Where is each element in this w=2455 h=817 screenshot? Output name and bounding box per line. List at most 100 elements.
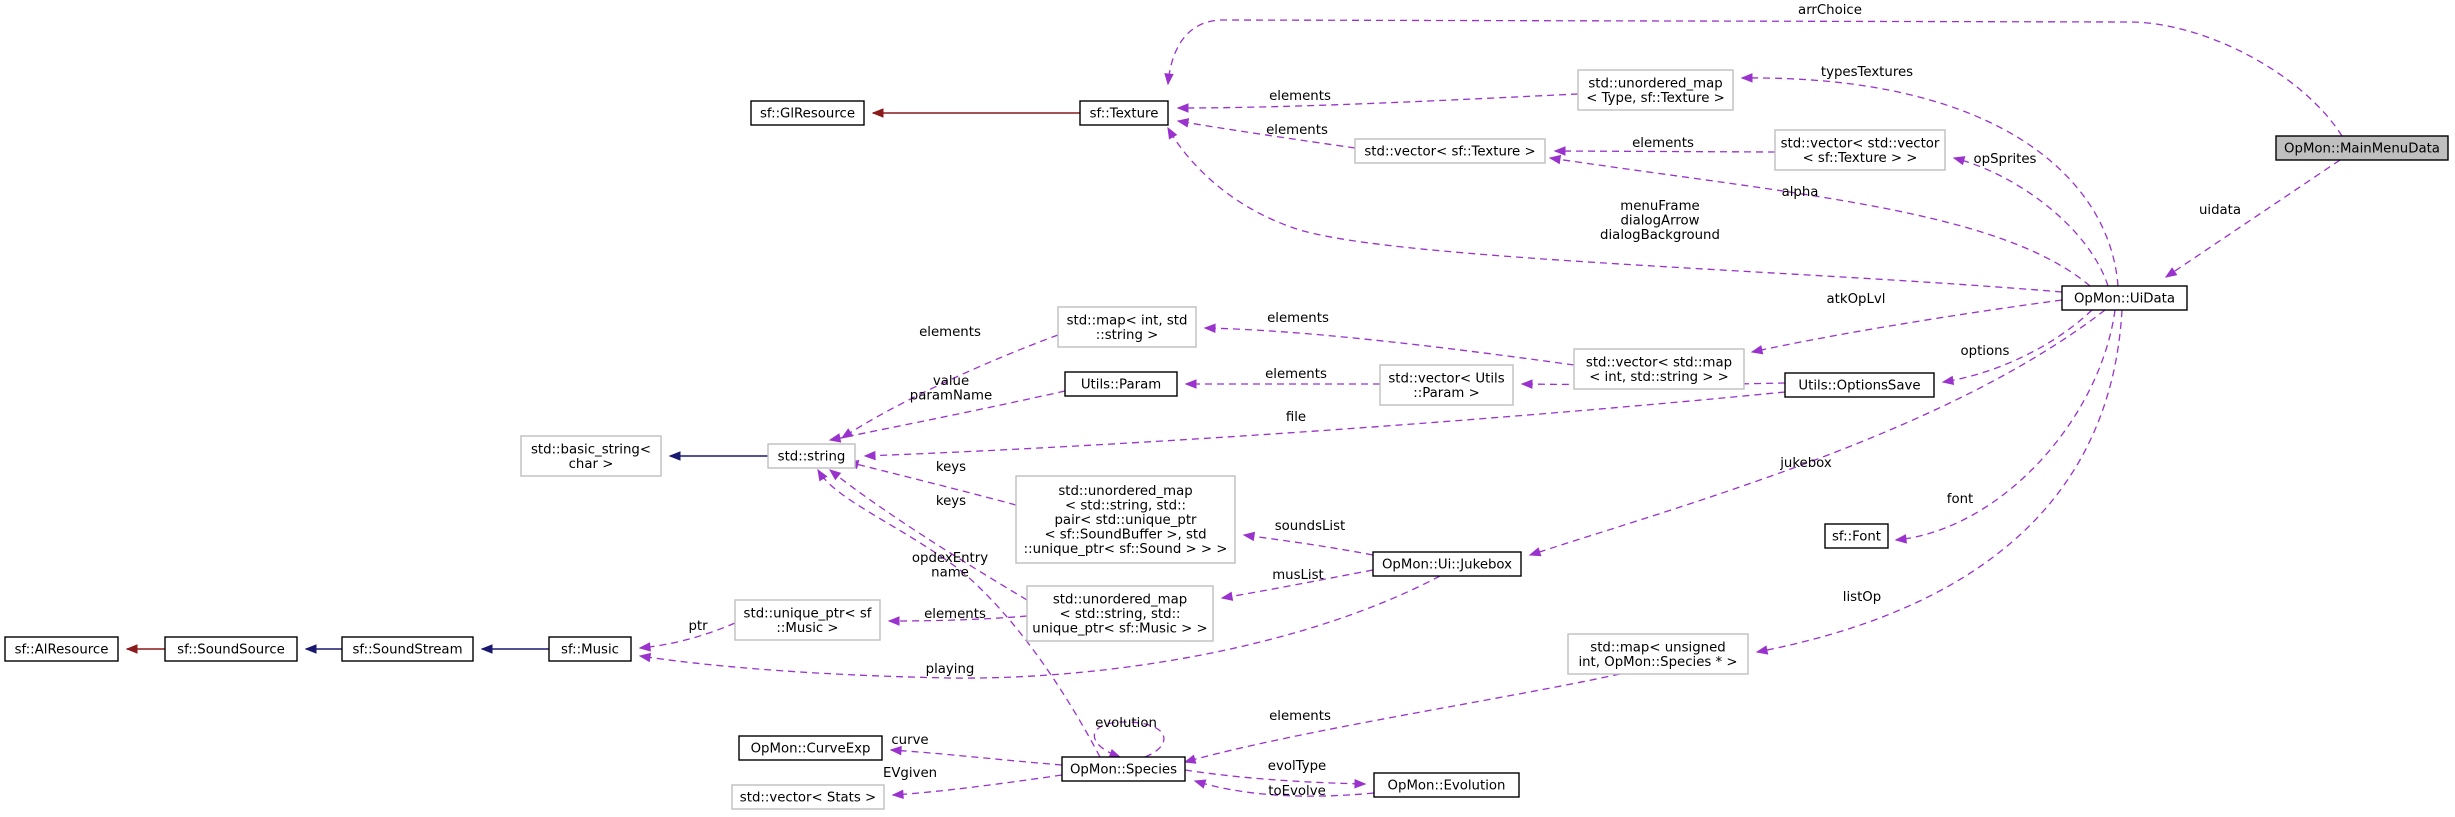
node-umap-type-tex[interactable]: std::unordered_map< Type, sf::Texture >	[1577, 69, 1734, 111]
node-basic-string[interactable]: std::basic_string<char >	[520, 435, 662, 477]
elements-vecmap-edge: elements	[1203, 311, 1575, 366]
node-box	[1354, 138, 1546, 164]
edge-label: evolution	[1095, 716, 1157, 731]
arrowhead	[891, 789, 904, 800]
opsprites-edge: opSprites	[1952, 152, 2109, 287]
node-species[interactable]: OpMon::Species	[1061, 756, 1186, 782]
toevolve-edge: toEvolve	[1193, 779, 1375, 799]
node-glresource[interactable]: sf::GlResource	[750, 100, 865, 126]
node-label: ::Music >	[776, 621, 838, 636]
edge-label: elements	[1632, 136, 1694, 151]
arrowhead	[1755, 645, 1769, 655]
arrowhead	[1184, 379, 1197, 389]
file-edge: file	[863, 391, 1786, 461]
node-label: int, OpMon::Species * >	[1578, 655, 1737, 670]
node-box	[520, 435, 662, 477]
options-edge: options	[1941, 309, 2093, 386]
node-evolution[interactable]: OpMon::Evolution	[1373, 772, 1520, 798]
edge-label: keys	[936, 494, 966, 509]
node-music[interactable]: sf::Music	[548, 636, 632, 662]
types-textures-edge: typesTextures	[1740, 65, 2119, 287]
jukebox-edge: jukebox	[1528, 309, 2106, 557]
basic-string-edge	[668, 451, 768, 461]
soundslist-edge: soundsList	[1242, 519, 1374, 556]
node-label: OpMon::Evolution	[1388, 779, 1506, 794]
node-vec-stats[interactable]: std::vector< Stats >	[731, 784, 885, 810]
edge-line	[1549, 157, 2091, 287]
node-soundstream[interactable]: sf::SoundStream	[341, 636, 474, 662]
node-label: < std::string, std::	[1059, 607, 1180, 622]
edge-line	[1756, 309, 2123, 653]
node-box	[1372, 551, 1522, 577]
node-box	[2061, 285, 2188, 311]
arrowhead	[125, 644, 138, 654]
node-label: sf::SoundSource	[177, 643, 285, 658]
edge-label: listOp	[1843, 590, 1881, 605]
arrowhead	[1952, 156, 1966, 166]
node-label: std::basic_string<	[531, 442, 651, 457]
arrowhead	[817, 468, 828, 482]
node-box	[548, 636, 632, 662]
arrowhead	[1354, 779, 1367, 789]
ptr-edge: ptr	[638, 619, 736, 652]
node-curveexp[interactable]: OpMon::CurveExp	[738, 735, 883, 761]
node-box	[1577, 69, 1734, 111]
node-label: ::string >	[1096, 328, 1159, 343]
node-vec-tex[interactable]: std::vector< sf::Texture >	[1354, 138, 1546, 164]
node-box	[1573, 348, 1745, 390]
node-label: std::vector< sf::Texture >	[1364, 145, 1535, 160]
node-font[interactable]: sf::Font	[1824, 523, 1889, 549]
edge-label: elements	[1265, 367, 1327, 382]
node-vec-map[interactable]: std::vector< std::map< int, std::string …	[1573, 348, 1745, 390]
arrowhead	[887, 616, 900, 626]
node-label: std::vector< Utils	[1388, 371, 1504, 386]
node-vec-param[interactable]: std::vector< Utils::Param >	[1379, 364, 1514, 406]
edge-line	[1167, 127, 2063, 293]
edge-line	[1093, 721, 1165, 758]
node-texture[interactable]: sf::Texture	[1079, 100, 1169, 126]
node-umap-sound[interactable]: std::unordered_map< std::string, std::pa…	[1015, 475, 1236, 564]
node-label: OpMon::Species	[1070, 763, 1177, 778]
node-mainmenudata[interactable]: OpMon::MainMenuData	[2275, 135, 2449, 161]
node-soundsource[interactable]: sf::SoundSource	[164, 636, 298, 662]
arrchoice-edge: arrChoice	[1164, 3, 2343, 137]
edge-line	[1177, 93, 1579, 109]
arrowhead	[1176, 118, 1190, 128]
arrowhead	[1167, 126, 1178, 140]
edge-label: elements	[924, 607, 986, 622]
node-box	[750, 100, 865, 126]
node-box	[1567, 633, 1749, 675]
node-box	[164, 636, 298, 662]
node-label: ::Param >	[1413, 386, 1479, 401]
node-map-int-str[interactable]: std::map< int, std::string >	[1057, 306, 1197, 348]
node-uidata[interactable]: OpMon::UiData	[2061, 285, 2188, 311]
evgiven-edge: EVgiven	[883, 766, 1063, 800]
edge-label: menuFrame	[1620, 199, 1699, 214]
arrowhead	[304, 644, 317, 654]
node-optionssave[interactable]: Utils::OptionsSave	[1784, 372, 1935, 398]
elements-vec-tex-edge: elements	[1176, 118, 1356, 149]
node-label: std::vector< std::map	[1586, 355, 1732, 370]
edge-label: musList	[1272, 568, 1324, 583]
node-uptr-music[interactable]: std::unique_ptr< sf::Music >	[734, 599, 881, 641]
arrowhead	[1528, 547, 1542, 557]
node-alresource[interactable]: sf::AlResource	[4, 636, 119, 662]
node-vec-vec-tex[interactable]: std::vector< std::vector< sf::Texture > …	[1774, 129, 1946, 171]
node-label: sf::GlResource	[760, 107, 855, 122]
node-box	[738, 735, 883, 761]
node-box	[1379, 364, 1514, 406]
node-umap-music[interactable]: std::unordered_map< std::string, std::un…	[1026, 585, 1214, 642]
node-string[interactable]: std::string	[767, 443, 856, 469]
node-utils-param[interactable]: Utils::Param	[1064, 371, 1178, 397]
edge-label: keys	[936, 460, 966, 475]
node-jukebox[interactable]: OpMon::Ui::Jukebox	[1372, 551, 1522, 577]
edge-label: opSprites	[1974, 152, 2037, 167]
arrowhead	[1750, 345, 1764, 355]
node-box	[1061, 756, 1186, 782]
node-box	[1057, 306, 1197, 348]
arrowhead	[871, 108, 884, 118]
